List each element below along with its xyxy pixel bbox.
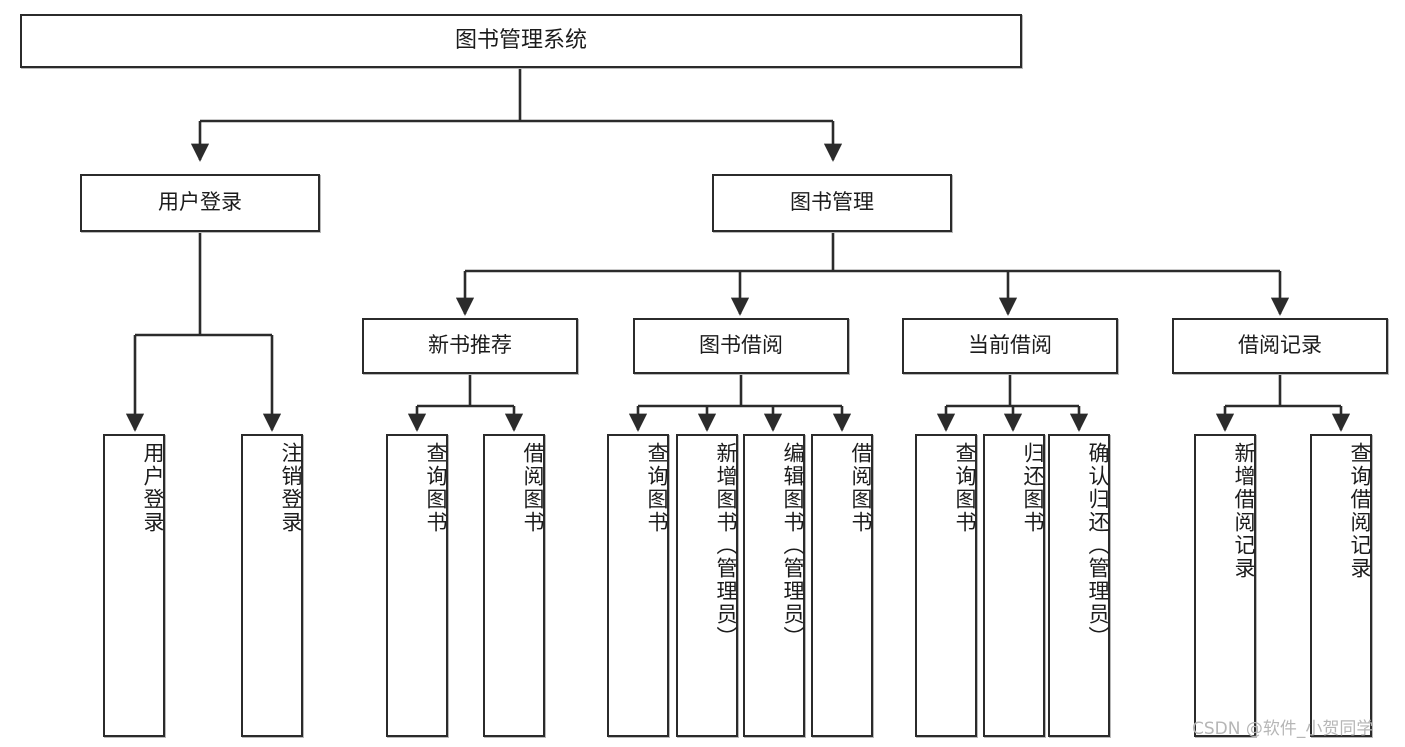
node-label: 用户登录 (158, 190, 242, 215)
leaf-edit-book-admin[interactable]: 编辑图书（管理员） (743, 434, 805, 737)
node-book-management[interactable]: 图书管理 (712, 174, 952, 232)
leaf-logout-login[interactable]: 注销登录 (241, 434, 303, 737)
leaf-query-borrow-record[interactable]: 查询借阅记录 (1310, 434, 1372, 737)
node-label: 新书推荐 (428, 333, 512, 358)
node-label: 查询图书 (645, 442, 669, 534)
leaf-confirm-return-admin[interactable]: 确认归还（管理员） (1048, 434, 1110, 737)
csdn-watermark: CSDN @软件_小贺同学 (1192, 719, 1374, 739)
node-label: 归还图书 (1021, 442, 1045, 534)
node-label: 查询借阅记录 (1348, 442, 1372, 580)
node-label: 注销登录 (279, 442, 303, 534)
node-label: 借阅图书 (849, 442, 873, 534)
node-label: 用户登录 (141, 442, 165, 534)
leaf-user-login[interactable]: 用户登录 (103, 434, 165, 737)
node-user-login[interactable]: 用户登录 (80, 174, 320, 232)
node-label: 查询图书 (953, 442, 977, 534)
leaf-query-book-current[interactable]: 查询图书 (915, 434, 977, 737)
node-label: 借阅记录 (1238, 333, 1322, 358)
node-label: 新增借阅记录 (1232, 442, 1256, 580)
leaf-query-book-borrow[interactable]: 查询图书 (607, 434, 669, 737)
node-label: 图书管理 (790, 190, 874, 215)
leaf-add-borrow-record[interactable]: 新增借阅记录 (1194, 434, 1256, 737)
leaf-return-book[interactable]: 归还图书 (983, 434, 1045, 737)
node-label: 当前借阅 (968, 333, 1052, 358)
node-label: 图书管理系统 (454, 27, 587, 53)
leaf-add-book-admin[interactable]: 新增图书（管理员） (676, 434, 738, 737)
node-label: 借阅图书 (521, 442, 545, 534)
leaf-query-book-recommend[interactable]: 查询图书 (386, 434, 448, 737)
node-label: 查询图书 (424, 442, 448, 534)
node-root-system[interactable]: 图书管理系统 (20, 14, 1022, 68)
leaf-borrow-book[interactable]: 借阅图书 (811, 434, 873, 737)
node-new-book-recommend[interactable]: 新书推荐 (362, 318, 578, 374)
node-label: 确认归还（管理员） (1086, 442, 1110, 649)
node-book-borrow[interactable]: 图书借阅 (633, 318, 849, 374)
node-borrow-record[interactable]: 借阅记录 (1172, 318, 1388, 374)
leaf-borrow-book-recommend[interactable]: 借阅图书 (483, 434, 545, 737)
node-label: 图书借阅 (699, 333, 783, 358)
node-current-borrow[interactable]: 当前借阅 (902, 318, 1118, 374)
node-label: 编辑图书（管理员） (781, 442, 805, 649)
node-label: 新增图书（管理员） (714, 442, 738, 649)
